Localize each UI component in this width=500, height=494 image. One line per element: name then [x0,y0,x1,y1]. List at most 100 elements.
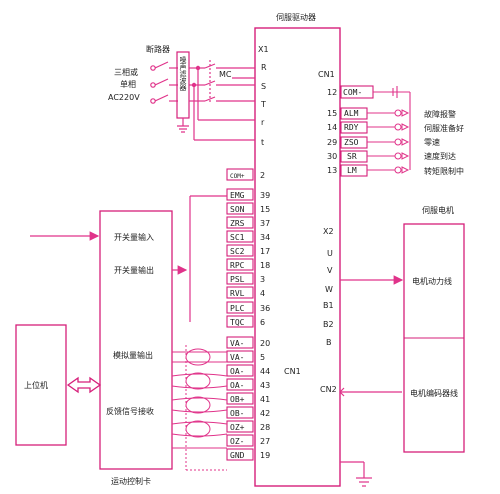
left-pin-signal: PSL [230,275,245,284]
status-speed-reached: 速度到达 [424,151,456,161]
ground-icon [356,462,372,487]
left-pin-box [226,420,254,433]
left-pin-box [226,392,254,405]
left-pin-signal: OB+ [230,395,245,404]
switch-output-label: 开关量输出 [114,265,154,275]
sig-rdy: RDY [344,123,359,132]
terminal-b: B [326,338,332,347]
terminal-t: T [260,100,266,109]
switch-arrows [30,195,227,322]
right-pin-13: 13 [327,166,337,175]
cn1-label-top: CN1 [318,70,335,79]
right-pin-12: 12 [327,88,337,97]
left-pin-signal: TQC [230,318,245,327]
left-pin-number: 4 [260,289,265,298]
left-pin-signal: VA- [230,339,244,348]
left-pin-number: 18 [260,261,270,270]
left-pin-number: 41 [260,395,270,404]
terminal-s: S [261,82,266,91]
sig-com-minus: COM- [343,88,362,97]
source-line2: 单相 [120,79,136,89]
right-pin-30: 30 [327,152,337,161]
terminal-t-small: t [261,138,264,147]
status-output-wiring [367,86,411,171]
left-pin-signal: ZRS [230,219,245,228]
left-pin-box [226,434,254,447]
breaker-label: 断路器 [146,44,170,54]
status-torque-limit: 转矩限制中 [424,166,464,176]
right-pin-group: 12 15 14 29 30 13 [327,88,337,175]
cn2-label: CN2 [320,385,337,394]
right-pin-15: 15 [327,109,337,118]
terminal-v: V [327,266,333,275]
left-pin-number: 17 [260,247,270,256]
terminal-x1: X1 [258,45,269,54]
left-pin-box [226,378,254,391]
left-pin-number: 27 [260,437,270,446]
left-pin-number: 34 [260,233,270,242]
left-pin-number: 37 [260,219,270,228]
terminal-r-small: r [261,118,265,127]
motor-encoder-line-label: 电机编码器线 [410,388,458,398]
source-line1: 三相或 [114,67,138,77]
left-pin-number: 6 [260,318,265,327]
motor-title: 伺服电机 [422,205,454,215]
right-pin-29: 29 [327,138,337,147]
motor-power-line-label: 电机动力线 [412,276,452,286]
host-pc-label: 上位机 [24,380,48,390]
breaker-switch [150,61,178,104]
status-output-labels: 故障报警 伺服准备好 零速 速度到达 转矩限制中 [424,109,464,176]
left-pin-signal: VA- [230,353,244,362]
left-pin-number: 3 [260,275,265,284]
left-pin-signal: OZ+ [230,423,245,432]
host-card-link-icon [66,376,102,394]
left-pin-number: 42 [260,409,270,418]
sig-sr: SR [347,152,357,161]
terminal-r: R [261,63,267,72]
left-pin-number: 2 [260,171,265,180]
left-pin-signal: SON [230,205,245,214]
left-pin-signal: OA- [230,367,244,376]
left-pin-signal: SC2 [230,247,245,256]
host-pc-box [15,324,67,446]
terminal-b2: B2 [323,320,334,329]
sig-alm: ALM [344,109,359,118]
source-line3: AC220V [108,93,140,102]
left-pin-box [226,258,254,271]
left-pin-number: 36 [260,304,270,313]
left-pin-box [226,364,254,377]
left-pin-signal: SC1 [230,233,245,242]
left-pin-number: 20 [260,339,270,348]
status-alarm: 故障报警 [424,109,456,119]
left-pin-number: 5 [260,353,265,362]
terminal-x2: X2 [323,227,334,236]
left-pin-box [226,336,254,349]
servo-driver-box [254,27,341,487]
left-pin-number: 43 [260,381,270,390]
sig-lm: LM [347,166,357,175]
status-led-icons [394,109,410,174]
left-pin-signal: EMG [230,191,245,200]
left-pin-number: 19 [260,451,270,460]
switch-input-label: 开关量输入 [114,232,154,242]
left-pin-number: 39 [260,191,270,200]
analog-output-label: 模拟量输出 [113,350,153,360]
left-pin-box [226,244,254,257]
left-pin-signal: OZ- [230,437,244,446]
left-pin-box [226,406,254,419]
motion-card-box [99,210,173,470]
terminal-u: U [327,249,333,258]
contactor-label: MC [219,70,232,79]
terminal-b1: B1 [323,301,334,310]
power-wiring [189,60,255,141]
right-signal-boxes: COM- ALM RDY ZSO SR LM [340,85,374,177]
motor-terminal-group: X2 U V W B1 B2 B [323,227,334,347]
left-pin-box [226,272,254,285]
status-ready: 伺服准备好 [424,123,464,133]
left-pin-number: 15 [260,205,270,214]
cn1-label-mid: CN1 [284,367,301,376]
left-pin-box [226,448,254,461]
left-pin-box [226,168,254,181]
right-pin-14: 14 [327,123,337,132]
